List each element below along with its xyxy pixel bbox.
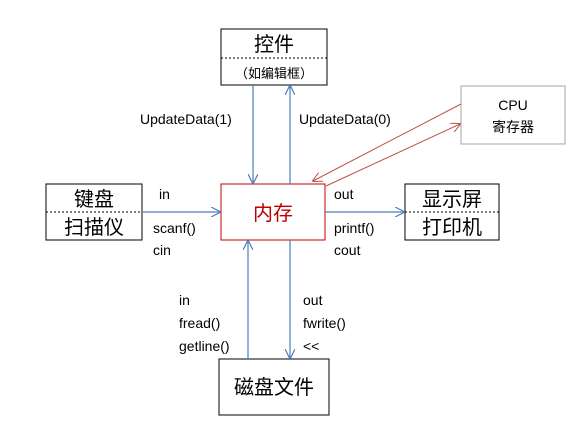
control-node: 控件 （如编辑框） [220, 28, 328, 86]
memory-label: 内存 [253, 201, 293, 225]
control-title: 控件 [254, 32, 294, 56]
memory-to-cpu-arrow [325, 124, 460, 187]
memory-node: 内存 [220, 183, 326, 241]
cpu-line2: 寄存器 [492, 119, 534, 136]
getline-label: getline() [179, 338, 230, 354]
scanf-label: scanf() [153, 220, 196, 236]
cin-label: cin [153, 242, 171, 258]
disk-out-label: out [303, 292, 323, 308]
cpu-line1: CPU [498, 97, 528, 113]
update-true-label: UpdateData(1) [140, 111, 232, 127]
shift-op-label: << [303, 338, 319, 354]
cpu-box [460, 85, 566, 145]
keyboard-line2: 扫描仪 [64, 215, 124, 239]
printf-label: printf() [334, 220, 374, 236]
disk-box [218, 358, 330, 416]
cpu-node: CPU 寄存器 [460, 85, 566, 145]
control-subtitle: （如编辑框） [235, 66, 313, 82]
keyboard-in-label: in [159, 186, 170, 202]
display-line1: 显示屏 [422, 187, 482, 211]
disk-label: 磁盘文件 [234, 375, 314, 399]
memory-box [220, 183, 326, 241]
keyboard-line1: 键盘 [74, 187, 114, 211]
fwrite-label: fwrite() [303, 315, 346, 331]
fread-label: fread() [179, 315, 220, 331]
disk-in-label: in [179, 292, 190, 308]
keyboard-node: 键盘 扫描仪 [45, 183, 143, 241]
display-out-label: out [334, 186, 354, 202]
display-line2: 打印机 [422, 215, 482, 239]
disk-node: 磁盘文件 [218, 358, 330, 416]
cpu-to-memory-arrow [313, 103, 462, 181]
cout-label: cout [334, 242, 361, 258]
display-node: 显示屏 打印机 [404, 183, 500, 241]
control-box [220, 28, 328, 86]
update-false-label: UpdateData(0) [299, 111, 391, 127]
